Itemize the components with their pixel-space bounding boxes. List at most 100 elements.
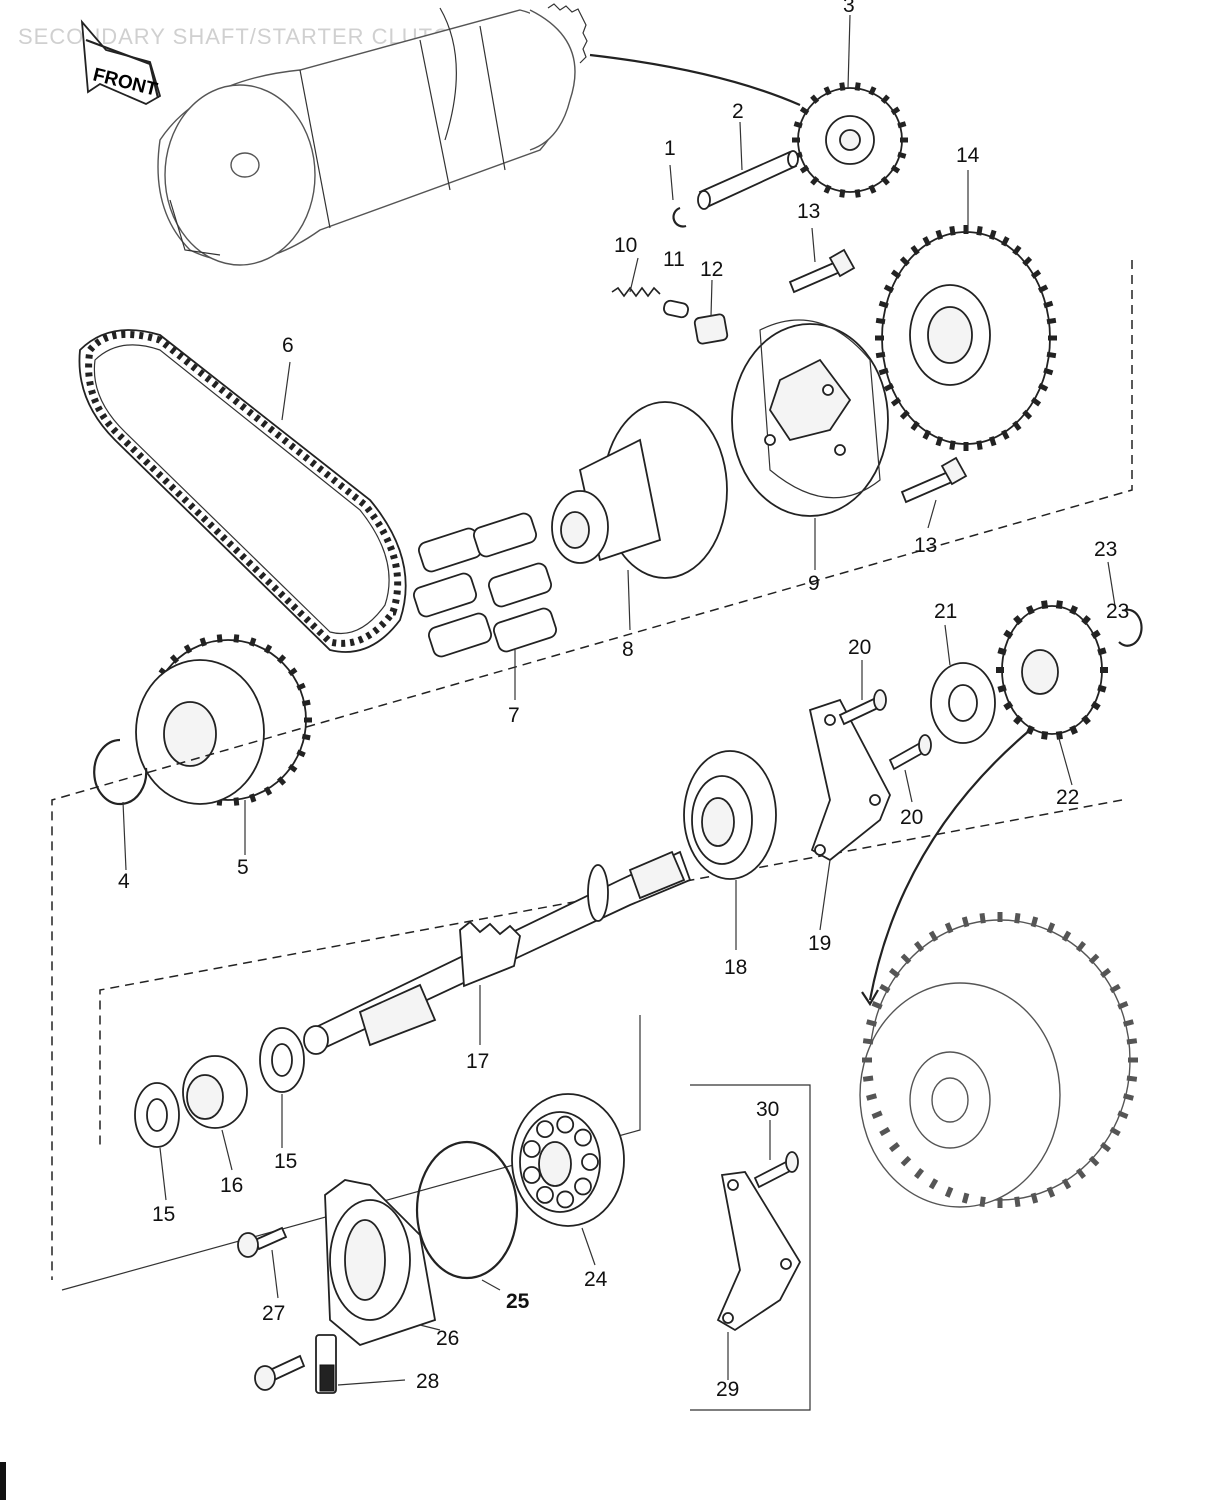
gear-tooth [910,245,920,256]
gear-tooth [1100,967,1112,978]
gear-tooth [249,637,257,647]
gear-tooth [944,922,954,934]
gear-tooth [216,634,223,643]
callout-1: 1 [664,137,676,160]
callout-13a: 13 [797,200,820,223]
gear-tooth [878,300,889,309]
gear-tooth [1122,1019,1134,1027]
gear-tooth [883,382,895,392]
gear-tooth [914,1167,925,1179]
gear-tooth [854,82,861,91]
gear-tooth [1097,647,1107,656]
callout-18: 18 [724,956,747,979]
callout-30: 30 [756,1098,779,1121]
gear-tooth [880,94,890,104]
gear-tooth [1055,600,1063,610]
gear-tooth [988,229,997,240]
callout-15a: 15 [274,1150,297,1173]
part-22-output-sprocket [996,600,1108,740]
gear-tooth [1030,1192,1039,1204]
assembly-boundary-upper [51,260,1133,1280]
gear-tooth [935,436,944,447]
callout-21: 21 [934,600,957,623]
callout-12: 12 [700,258,723,281]
callout-15b: 15 [152,1203,175,1226]
bearing-ball [522,1166,541,1184]
callout-24: 24 [584,1268,608,1291]
part-17-secondary-shaft [303,850,692,1055]
gear-tooth [868,184,877,194]
part-27-bolt-lower [254,1354,306,1391]
callout-26: 26 [436,1327,459,1350]
gear-tooth [1003,700,1014,711]
gear-tooth [890,269,902,279]
gear-tooth [866,1019,878,1027]
gear-tooth [823,86,832,96]
gear-tooth [1126,1075,1138,1082]
gear-tooth [1061,930,1072,942]
part-1-circlip [672,206,687,228]
part-18-bearing [683,750,777,880]
page-edge-mark [0,1462,6,1500]
gear-tooth [1075,941,1086,953]
callout-25: 25 [506,1290,530,1313]
gear-tooth [1022,409,1033,420]
callout-3: 3 [843,0,855,17]
gear-tooth [1061,1178,1072,1190]
callout-9: 9 [808,572,820,595]
gear-tooth [988,436,997,447]
gear-tooth [875,317,886,325]
gear-tooth [890,106,901,116]
gear-tooth [1012,420,1022,431]
part-23-circlip [1118,608,1143,647]
gear-tooth [1109,983,1121,994]
callout-8: 8 [622,638,634,661]
gear-tooth [1030,269,1042,279]
gear-tooth [1026,605,1035,615]
callout-28: 28 [416,1370,439,1393]
gear-tooth [799,164,810,174]
part-13-bolt-lower [900,456,968,504]
gear-tooth [1014,912,1021,924]
gear-tooth [1000,429,1010,440]
gear-tooth [879,1126,891,1137]
part-10-spring [611,286,661,298]
gear-tooth [839,189,846,198]
clutch-housing [859,912,1138,1208]
part-16-needle-bearing [182,1055,248,1129]
part-20-screw-a [838,689,887,726]
gear-tooth [944,1186,954,1198]
part-4-circlip [93,738,148,806]
part-6-starter-chain [78,329,407,653]
gear-tooth [1055,730,1063,740]
gear-tooth [799,106,810,116]
callout-16: 16 [220,1174,243,1197]
bearing-ball [556,1190,575,1209]
gear-tooth [1030,397,1042,407]
gear-tooth [169,654,180,664]
gear-tooth [928,930,939,942]
gear-tooth [288,667,298,677]
gear-tooth [866,1093,878,1101]
part-7-starter-clutch-rollers [413,512,557,658]
gear-tooth [871,1001,883,1010]
bearing-ball [574,1177,592,1196]
gear-tooth [233,634,240,643]
gear-tooth [880,176,890,186]
part-24-ball-bearing [511,1093,625,1227]
callout-14: 14 [956,144,980,167]
part-8-clutch-hub [551,401,728,579]
part-26-bearing-cover [324,1179,437,1347]
assembly-arrow [868,729,1031,1001]
gear-tooth [823,184,832,194]
gear-tooth [1081,714,1091,725]
bearing-ball [581,1153,599,1171]
gear-tooth [263,786,273,796]
part-29-frame [690,1084,811,1411]
gear-tooth [1097,684,1107,693]
gear-tooth [183,644,193,654]
gear-tooth [928,1178,939,1190]
part-21-washer [930,662,996,744]
gear-tooth [1069,725,1078,735]
gear-tooth [871,1110,883,1119]
